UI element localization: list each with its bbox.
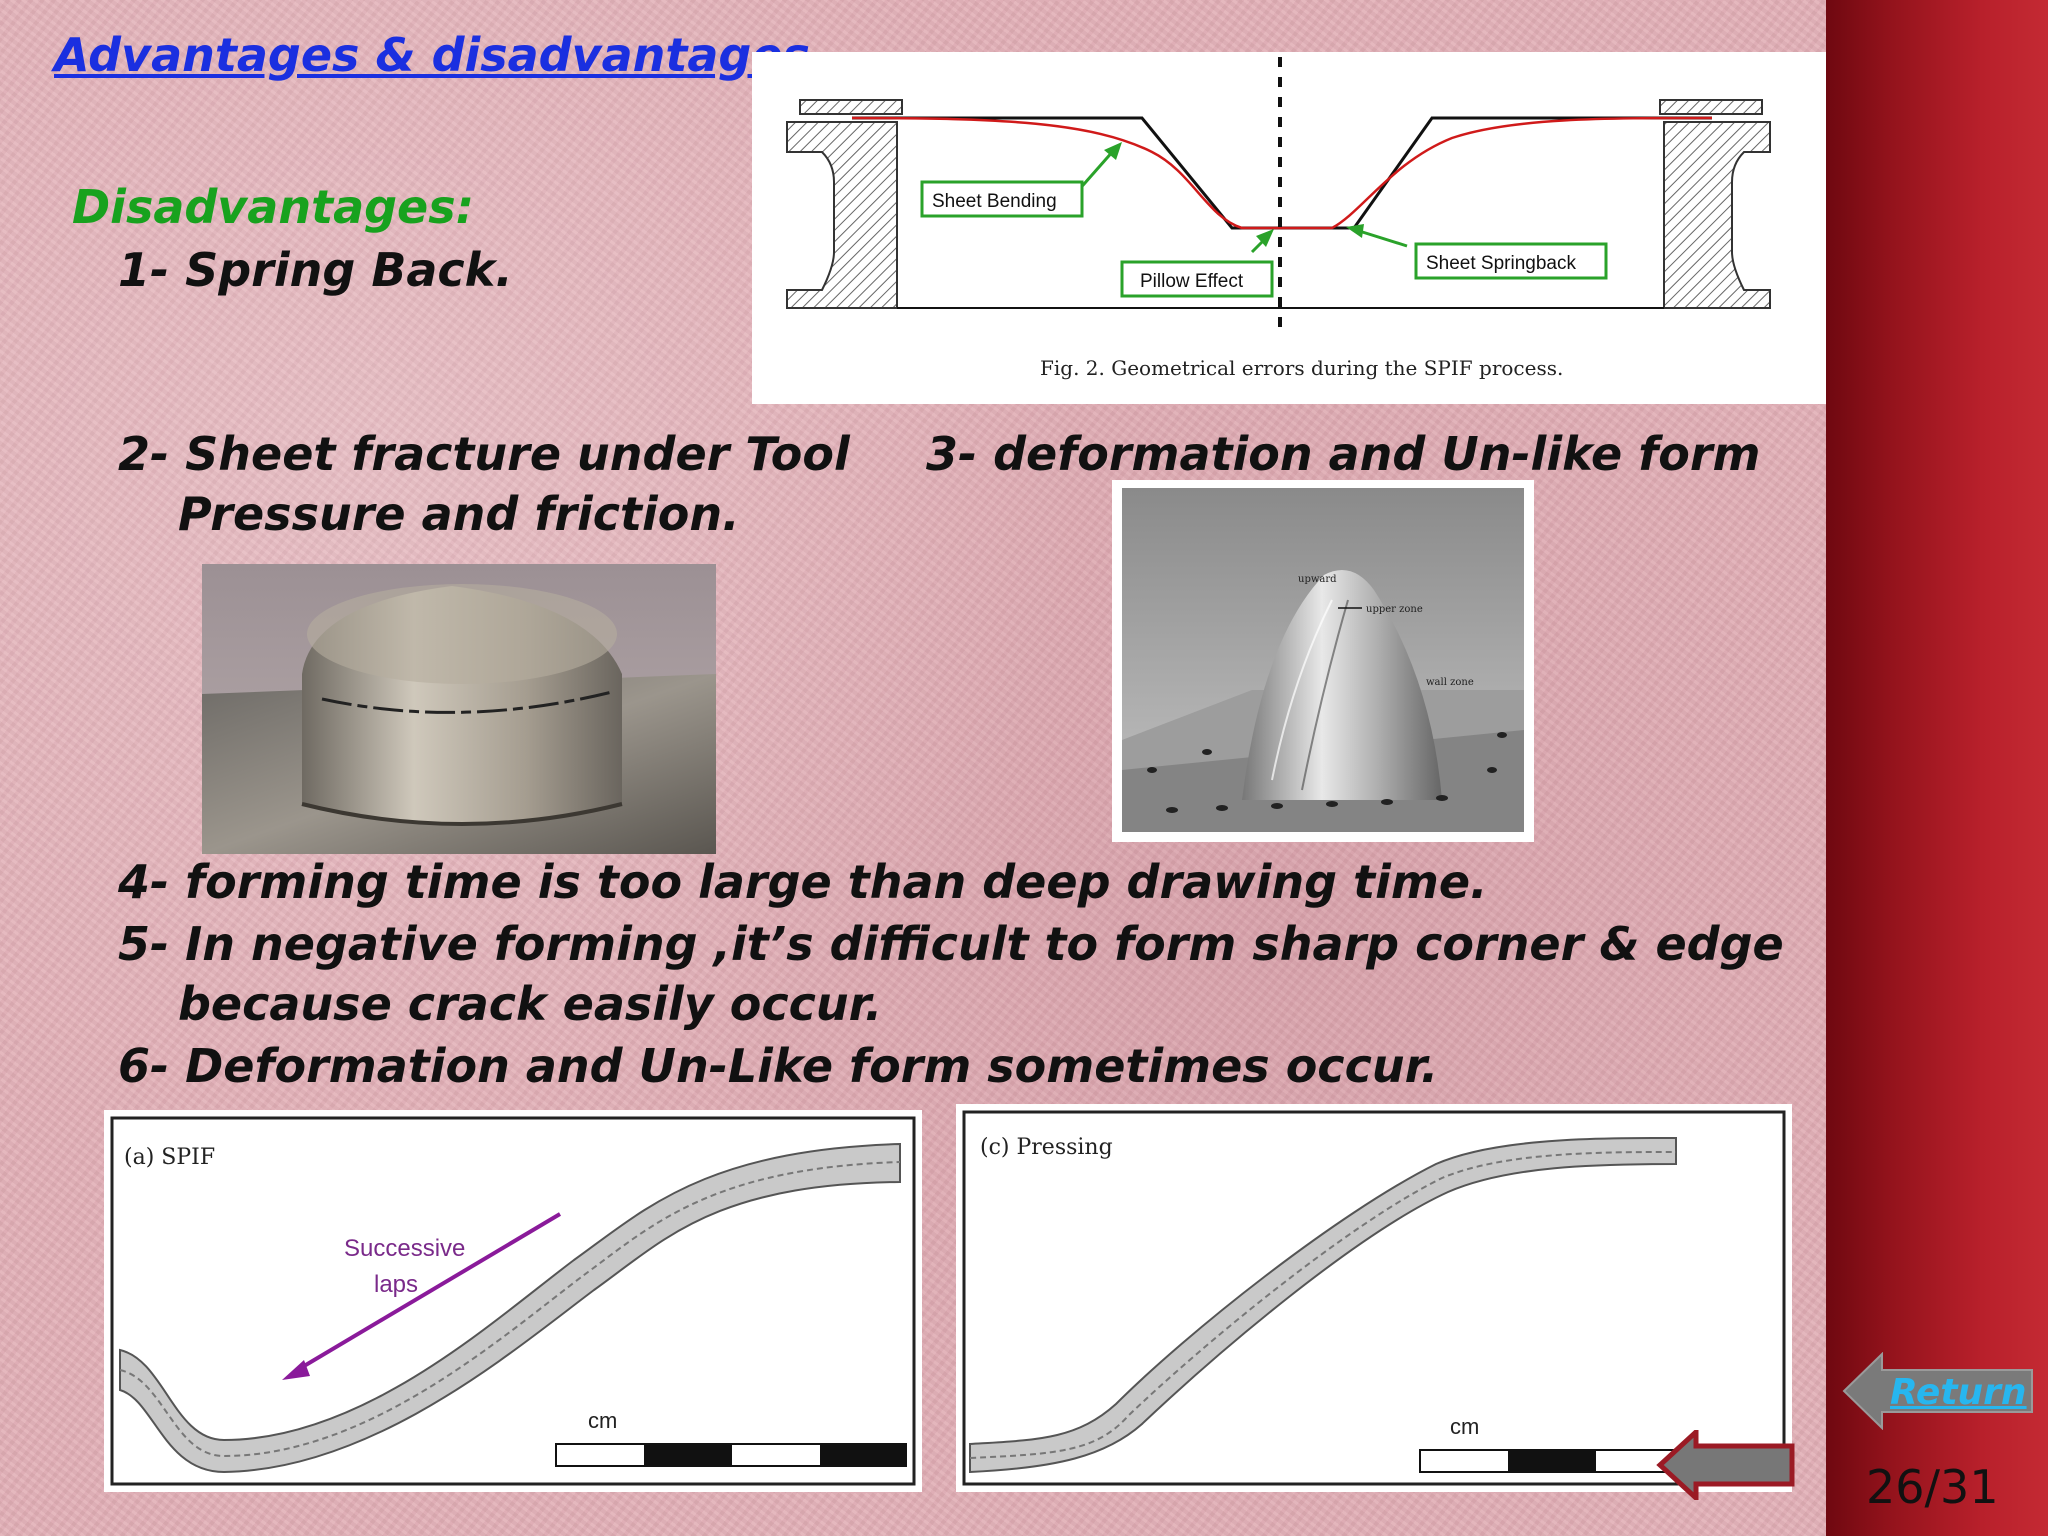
return-arrow-icon <box>1842 1352 2033 1430</box>
return-button[interactable]: Return <box>1842 1352 2034 1430</box>
item-sheet-fracture-line2: Pressure and friction. <box>178 487 740 541</box>
spif-tag: (a) SPIF <box>124 1145 215 1170</box>
item-negative-forming-line1: 5- In negative forming ,it’s difficult t… <box>118 917 1784 971</box>
item-unlike-form: 6- Deformation and Un-Like form sometime… <box>118 1039 1439 1093</box>
return-label[interactable]: Return <box>1890 1372 2027 1413</box>
page-current: 26 <box>1866 1460 1925 1514</box>
figure-spif-errors: Sheet Bending Pillow Effect Sheet Spring… <box>752 52 1826 404</box>
side-band <box>1826 0 2048 1536</box>
photo-deformed-cone: upward upper zone wall zone <box>1112 480 1534 842</box>
back-arrow-button[interactable] <box>1656 1426 1796 1504</box>
item-sheet-fracture-line1: 2- Sheet fracture under Tool <box>118 427 850 481</box>
item-deformation: 3- deformation and Un-like form <box>926 427 1761 481</box>
label-sheet-bending: Sheet Bending <box>932 191 1057 212</box>
spif-errors-diagram: Sheet Bending Pillow Effect Sheet Spring… <box>786 57 1771 337</box>
page-number: 26/31 <box>1866 1460 1999 1514</box>
disadvantages-subheading: Disadvantages: <box>72 180 475 234</box>
item-forming-time: 4- forming time is too large than deep d… <box>118 855 1488 909</box>
figure-caption: Fig. 2. Geometrical errors during the SP… <box>1040 356 1564 380</box>
cone-label-upper-zone: upper zone <box>1366 604 1423 615</box>
figure-spif-section: (a) SPIF Successive laps cm <box>104 1110 922 1492</box>
pressing-scale-unit: cm <box>1450 1414 1479 1439</box>
figure-pressing-section: (c) Pressing cm <box>956 1104 1792 1492</box>
left-arrow-icon <box>1656 1426 1795 1504</box>
label-sheet-springback: Sheet Springback <box>1426 253 1576 274</box>
label-pillow-effect: Pillow Effect <box>1140 271 1244 292</box>
pressing-tag: (c) Pressing <box>980 1135 1113 1160</box>
item-negative-forming-line2: because crack easily occur. <box>178 977 883 1031</box>
cone-label-wall-zone: wall zone <box>1426 677 1474 688</box>
cone-label-upward: upward <box>1298 574 1337 585</box>
spif-annotation-line2: laps <box>374 1271 418 1298</box>
item-spring-back: 1- Spring Back. <box>118 243 513 297</box>
page-total: 31 <box>1940 1460 1999 1514</box>
spif-scale-unit: cm <box>588 1408 617 1433</box>
slide-heading-link[interactable]: Advantages & disadvantages <box>54 28 810 82</box>
photo-fractured-dome <box>202 564 716 854</box>
spif-annotation-line1: Successive <box>344 1235 465 1262</box>
